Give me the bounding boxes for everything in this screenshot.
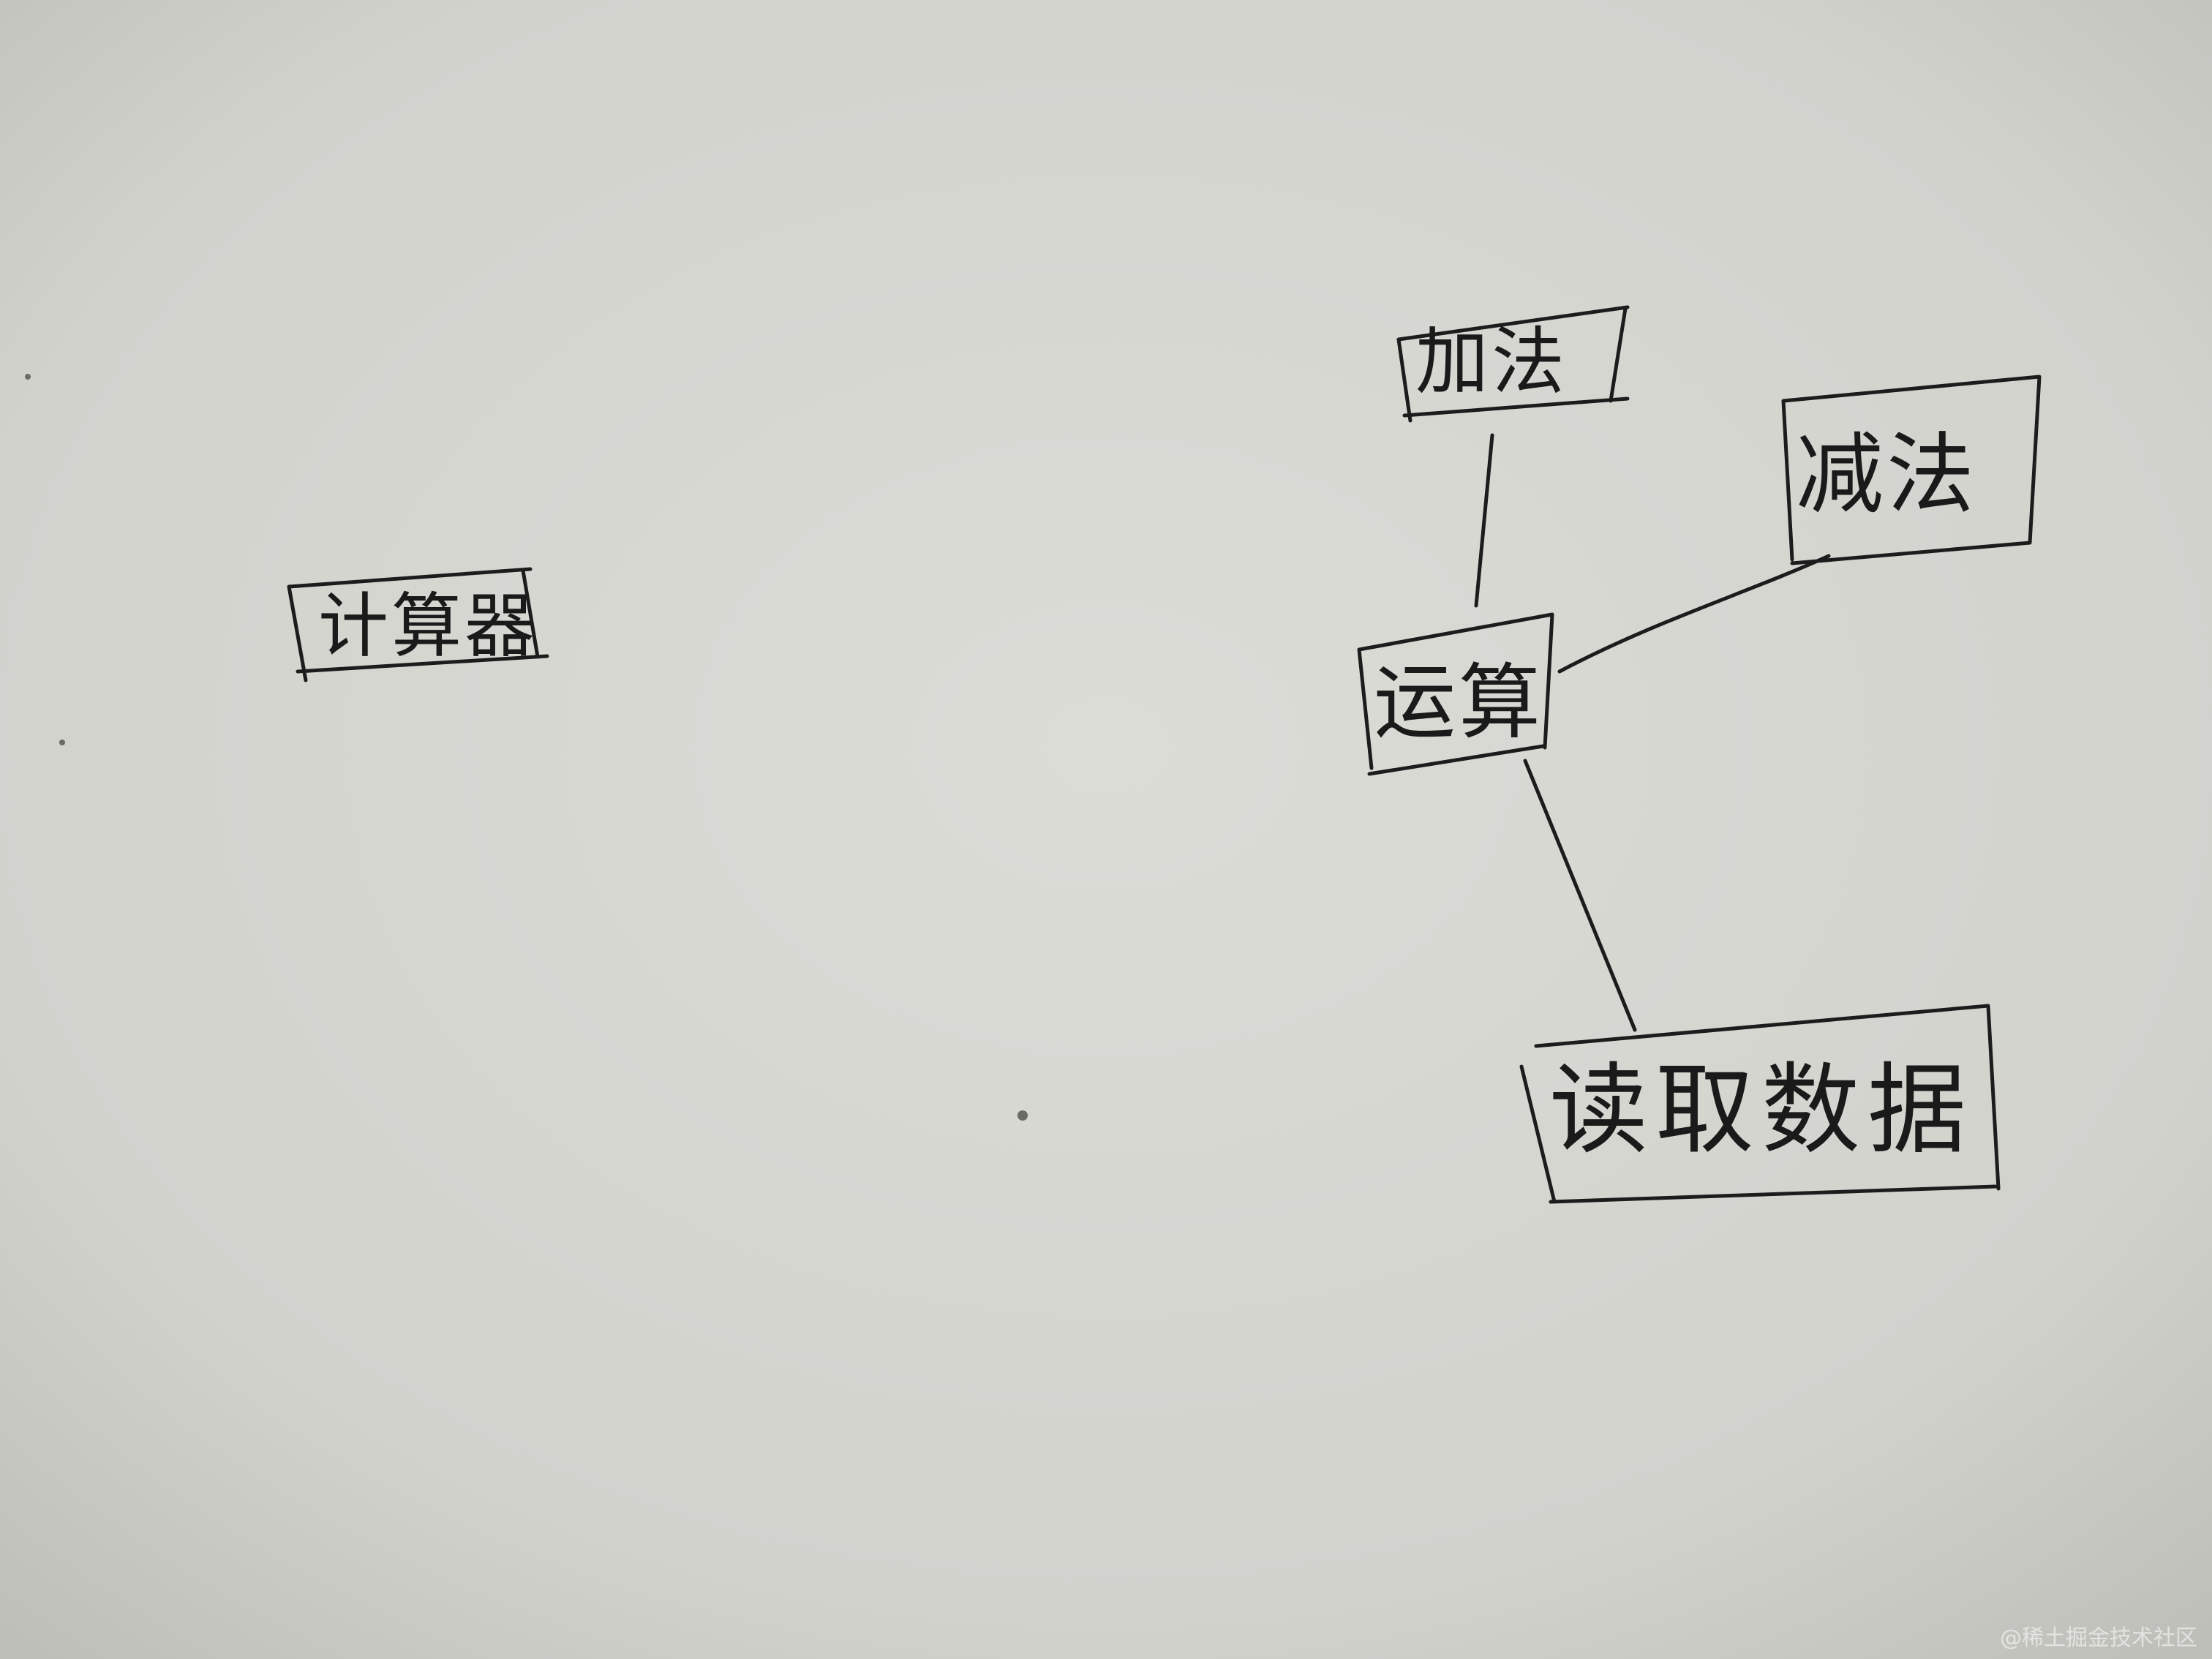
edge-center-read xyxy=(1523,759,1637,1032)
watermark: @稀土掘金技术社区 xyxy=(2000,1625,2197,1651)
add-node-box xyxy=(1396,305,1630,423)
subtract-node-label: 减法 xyxy=(1796,424,1977,526)
center-node-box xyxy=(1357,612,1554,776)
paper-speck xyxy=(1017,1110,1028,1121)
calculator-node-label: 计算器 xyxy=(318,585,538,667)
edge-center-subtract xyxy=(1557,554,1831,674)
calculator-node-box xyxy=(287,567,549,682)
center-node-label: 运算 xyxy=(1374,655,1543,750)
read-node-box xyxy=(1519,1004,2001,1204)
edge-center-add xyxy=(1474,433,1494,608)
paper-speck xyxy=(25,374,31,380)
read-node-label: 读取数据 xyxy=(1549,1053,1974,1167)
paper-speck xyxy=(59,740,65,745)
subtract-node-box xyxy=(1781,375,2042,565)
add-node-label: 加法 xyxy=(1415,319,1568,405)
